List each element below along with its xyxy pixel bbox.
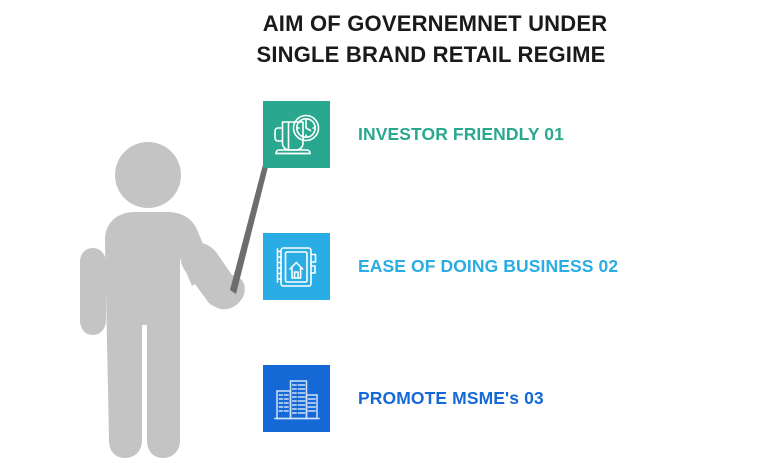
icon-tile-ease-of-doing-business[interactable] <box>263 233 330 300</box>
title-line-1: AIM OF GOVERNEMNET UNDER <box>262 11 608 36</box>
pointer-stick <box>230 153 271 294</box>
page-title: AIM OF GOVERNEMNET UNDER SINGLE BRAND RE… <box>150 8 710 70</box>
office-buildings-icon <box>274 380 320 420</box>
list-item-label-2: EASE OF DOING BUSINESS 02 <box>358 256 619 276</box>
tile-background <box>263 101 330 168</box>
notebook-house-icon <box>276 247 317 287</box>
list-item-label-1: INVESTOR FRIENDLY 01 <box>358 124 564 144</box>
icon-tile-promote-msme[interactable] <box>263 365 330 432</box>
person-body-group <box>80 142 245 458</box>
coffee-cup-clock-icon <box>274 114 320 155</box>
icon-tile-investor-friendly[interactable] <box>263 101 330 168</box>
person-left-arm <box>80 248 106 335</box>
tile-background <box>263 365 330 432</box>
tile-background <box>263 233 330 300</box>
person-torso <box>105 212 214 458</box>
title-line-2: SINGLE BRAND RETAIL REGIME <box>256 42 606 67</box>
presenter-silhouette <box>80 140 280 462</box>
list-item-label-3: PROMOTE MSME's 03 <box>358 388 544 408</box>
person-head <box>115 142 181 208</box>
